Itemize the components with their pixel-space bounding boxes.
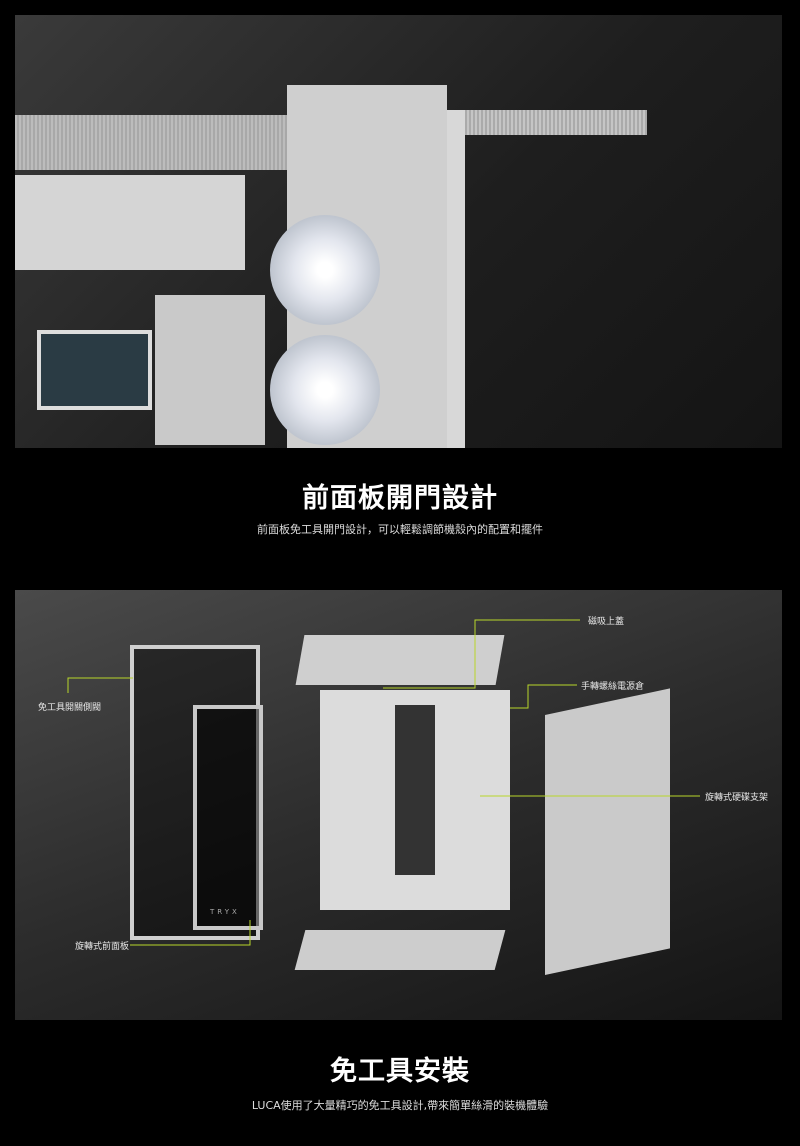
fan-2 — [270, 335, 380, 445]
motherboard — [155, 295, 265, 445]
lcd-screen — [37, 330, 152, 410]
chassis-interior — [395, 705, 435, 875]
section2-subtitle: LUCA使用了大量精巧的免工具設計,帶來簡單絲滑的裝機體驗 — [251, 1099, 549, 1112]
brand-logo: TRYX — [210, 908, 240, 916]
callout-line-top-cover — [383, 619, 580, 689]
callout-front-panel: 旋轉式前面板 — [75, 942, 130, 952]
section2-title: 免工具安裝 — [330, 1056, 470, 1087]
callout-lines — [67, 619, 700, 946]
section1-title: 前面板開門設計 — [302, 483, 498, 514]
callout-side-panel: 免工具開關側閥 — [38, 703, 102, 713]
case-front-door-photo — [15, 15, 782, 448]
door-edge — [447, 110, 465, 448]
callout-line-side-panel — [67, 677, 133, 693]
callout-top-cover: 磁吸上蓋 — [588, 617, 625, 627]
callout-psu-bay: 手轉螺絲電源倉 — [581, 682, 645, 692]
top-panel — [15, 115, 287, 170]
callout-line-psu-bay — [510, 684, 577, 709]
psu-shroud — [15, 175, 245, 270]
front-panel — [193, 705, 263, 930]
callout-line-front-panel — [130, 920, 251, 946]
callout-hdd-bracket: 旋轉式硬碟支架 — [705, 793, 769, 803]
fan-1 — [270, 215, 380, 325]
section1-subtitle: 前面板免工具開門設計，可以輕鬆調節機殼內的配置和擺件 — [257, 523, 543, 536]
open-door — [447, 110, 647, 135]
exploded-view-image: 磁吸上蓋 手轉螺絲電源倉 旋轉式硬碟支架 免工具開關側閥 旋轉式前面板 TRYX — [15, 590, 782, 1020]
